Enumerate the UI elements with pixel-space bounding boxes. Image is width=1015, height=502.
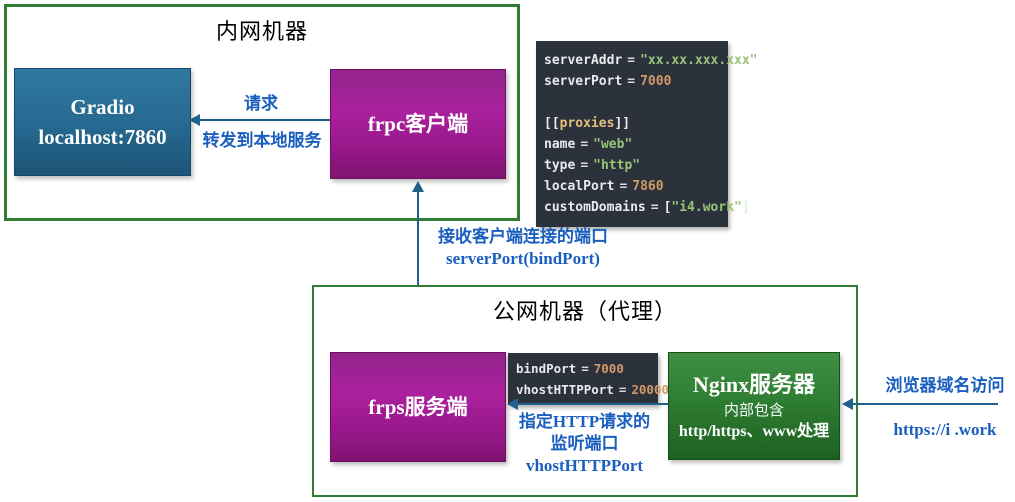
vhost-arrow-head — [507, 398, 518, 410]
frps-node-label: frps服务端 — [368, 394, 468, 419]
toml-line-customdomains: customDomains=["i4.work"] — [544, 200, 750, 215]
serverport-note-line2: serverPort(bindPort) — [446, 249, 600, 268]
vhost-note: 指定HTTP请求的 监听端口 vhostHTTPPort — [502, 411, 667, 477]
browser-note-label: 浏览器域名访问 — [885, 376, 1005, 395]
frpc-node: frpc客户端 — [330, 69, 506, 179]
gradio-node-name: Gradio — [70, 94, 135, 119]
gradio-node: Gradio localhost:7860 — [14, 68, 191, 176]
frps-node: frps服务端 — [330, 352, 506, 462]
toml-line-blank — [544, 92, 720, 113]
toml-line-localport: localPort=7860 — [544, 179, 664, 194]
vhost-note-line3: vhostHTTPPort — [525, 456, 644, 475]
request-arrow-line — [196, 119, 330, 121]
toml-line-bindport: bindPort=7000 — [516, 361, 624, 376]
nginx-node-detail: http/https、www处理 — [678, 423, 830, 441]
toml-line-serverport: serverPort=7000 — [544, 74, 672, 89]
request-arrow-head — [189, 114, 200, 126]
public-group-title: 公网机器（代理） — [492, 299, 677, 324]
frpc-toml-code-block: serverAddr="xx.xx.xxx.xxx" serverPort=70… — [536, 41, 758, 227]
request-arrow-label-bottom: 转发到本地服务 — [202, 131, 322, 150]
serverport-arrow-line — [417, 191, 419, 352]
nginx-node-title: Nginx服务器 — [692, 372, 816, 398]
frps-toml-code-block: bindPort=7000 vhostHTTPPort=20000 — [508, 353, 670, 405]
nginx-node: Nginx服务器 内部包含 http/https、www处理 — [668, 352, 840, 460]
toml-line-vhosthttpport: vhostHTTPPort=20000 — [516, 382, 670, 397]
toml-line-name: name="web" — [544, 137, 633, 152]
toml-line-proxies-section: [[proxies]] — [544, 116, 631, 131]
browser-note-url: https://i .work — [893, 420, 997, 439]
toml-line-type: type="http" — [544, 158, 641, 173]
intranet-group-title: 内网机器 — [215, 19, 308, 44]
frpc-node-label: frpc客户端 — [367, 111, 469, 136]
vhost-note-line2: 监听端口 — [550, 434, 619, 453]
request-arrow-label-top: 请求 — [244, 94, 278, 113]
serverport-arrow-head — [412, 181, 424, 192]
gradio-node-address: localhost:7860 — [38, 125, 167, 149]
vhost-note-line1: 指定HTTP请求的 — [518, 412, 651, 431]
nginx-node-subtitle: 内部包含 — [723, 403, 784, 420]
browser-arrow-line — [849, 403, 998, 405]
serverport-note: 接收客户端连接的端口 serverPort(bindPort) — [428, 226, 618, 270]
browser-arrow-head — [842, 398, 853, 410]
vhost-arrow-line — [514, 403, 668, 405]
toml-line-serveraddr: serverAddr="xx.xx.xxx.xxx" — [544, 53, 758, 68]
serverport-note-line1: 接收客户端连接的端口 — [438, 227, 608, 246]
